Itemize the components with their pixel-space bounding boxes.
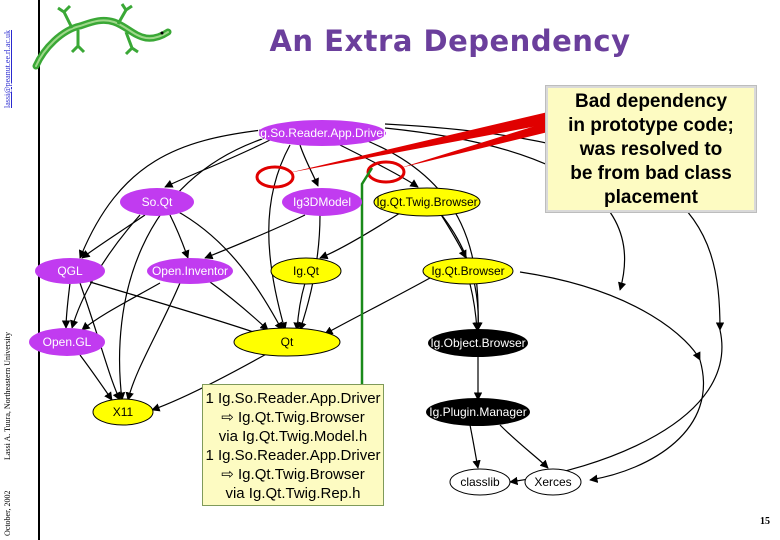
callout-line: be from bad class: [570, 163, 732, 184]
node-xerces-label: Xerces: [534, 475, 571, 489]
node-qtbrowser[interactable]: Ig.Qt.Browser: [422, 257, 514, 285]
node-soqt-label: So.Qt: [142, 195, 173, 209]
edge-inventor-x11: [125, 282, 181, 401]
callout-line: was resolved to: [579, 139, 723, 160]
edge-twigbrowser-igqt: [319, 212, 401, 260]
node-qt-label: Qt: [281, 335, 294, 349]
callout-line: in prototype code;: [568, 115, 734, 136]
node-model3d[interactable]: Ig3DModel: [282, 188, 362, 216]
callout-line: Bad dependency: [574, 91, 728, 112]
node-inventor-label: Open.Inventor: [152, 264, 228, 278]
node-xerces[interactable]: Xerces: [524, 468, 582, 496]
node-qtbrowser-label: Ig.Qt.Browser: [431, 264, 504, 278]
edge-driver-qt: [268, 144, 291, 331]
edge-soqt-qt: [174, 209, 283, 331]
node-opengl-label: Open.GL: [43, 335, 92, 349]
node-qt[interactable]: Qt: [233, 327, 341, 357]
node-x11[interactable]: X11: [92, 398, 154, 426]
note-line: ⇨ Ig.Qt.Twig.Browser: [221, 466, 365, 483]
edge-qgl-qt: [89, 281, 266, 338]
node-qgl-label: QGL: [57, 264, 83, 278]
lizard-logo-icon: [32, 3, 172, 70]
note-pointer-line: [360, 167, 374, 392]
edge-driver-qgl: [78, 129, 263, 259]
node-driver-label: Ig.So.Reader.App.Driver: [257, 126, 387, 140]
node-inventor[interactable]: Open.Inventor: [147, 258, 233, 284]
edge-driver-model3d: [299, 144, 319, 187]
node-igqt[interactable]: Ig.Qt: [270, 257, 342, 285]
edge-pluginmgr-classlib: [469, 424, 481, 469]
edge-opengl-x11: [79, 354, 113, 401]
edge-pluginmgr-xerces: [499, 424, 549, 469]
note-line: via Ig.Qt.Twig.Model.h: [218, 428, 368, 445]
edge-driver-objbrowser: [359, 137, 483, 331]
node-classlib[interactable]: classlib: [449, 468, 511, 496]
node-objbrowser[interactable]: Ig.Object.Browser: [428, 329, 528, 357]
note-line: 1 Ig.So.Reader.App.Driver: [205, 390, 381, 407]
node-objbrowser-label: Ig.Object.Browser: [430, 336, 525, 350]
dependency-note-callout: 1 Ig.So.Reader.App.Driver ⇨ Ig.Qt.Twig.B…: [202, 384, 384, 506]
edge-soqt-qgl: [81, 214, 146, 259]
highlight-ellipse-right: [366, 160, 406, 184]
node-qgl[interactable]: QGL: [35, 258, 105, 284]
note-line: via Ig.Qt.Twig.Rep.h: [225, 485, 361, 502]
note-line: ⇨ Ig.Qt.Twig.Browser: [221, 409, 365, 426]
page-number: 15: [760, 516, 770, 527]
edge-model3d-inventor: [204, 214, 306, 260]
node-pluginmgr-label: Ig.Plugin.Manager: [429, 405, 526, 419]
highlight-ellipse-left: [255, 165, 295, 189]
edge-inventor-qt: [209, 281, 269, 331]
node-x11-label: X11: [113, 405, 134, 419]
edge-twigbrowser-qtbrowser: [439, 212, 467, 259]
edge-qgl-opengl: [61, 282, 71, 329]
node-soqt[interactable]: So.Qt: [120, 188, 194, 216]
callout-line: placement: [604, 187, 698, 208]
node-driver[interactable]: Ig.So.Reader.App.Driver: [257, 120, 387, 146]
pointer-wedge-right: [400, 122, 548, 168]
edge-driver-x11: [116, 137, 266, 401]
edge-qtbrowser-right: [519, 271, 701, 361]
edge-qtbrowser-objbrowser: [469, 283, 481, 331]
node-pluginmgr[interactable]: Ig.Plugin.Manager: [426, 398, 530, 426]
edge-soqt-inventor: [169, 214, 190, 259]
page-title: An Extra Dependency: [269, 24, 631, 58]
node-classlib-label: classlib: [460, 475, 500, 489]
edge-driver-twigbrowser: [339, 144, 419, 188]
node-igqt-label: Ig.Qt: [293, 264, 320, 278]
node-opengl[interactable]: Open.GL: [29, 328, 105, 356]
node-twigbrowser-label: Ig.Qt.Twig.Browser: [376, 195, 477, 209]
bad-dependency-callout: Bad dependency in prototype code; was re…: [546, 86, 756, 212]
edge-right-xerces: [589, 359, 705, 483]
edge-inventor-opengl: [81, 282, 161, 331]
edge-igqt-qt: [293, 282, 306, 331]
pointer-wedge-left: [288, 112, 548, 173]
node-twigbrowser[interactable]: Ig.Qt.Twig.Browser: [373, 187, 481, 217]
note-line: 1 Ig.So.Reader.App.Driver: [205, 447, 381, 464]
edge-right-classlib: [509, 329, 723, 486]
edge-driver-soqt: [164, 139, 271, 188]
edge-qtbrowser-qt: [324, 277, 431, 335]
node-model3d-label: Ig3DModel: [293, 195, 351, 209]
edge-qgl-x11: [79, 282, 121, 401]
